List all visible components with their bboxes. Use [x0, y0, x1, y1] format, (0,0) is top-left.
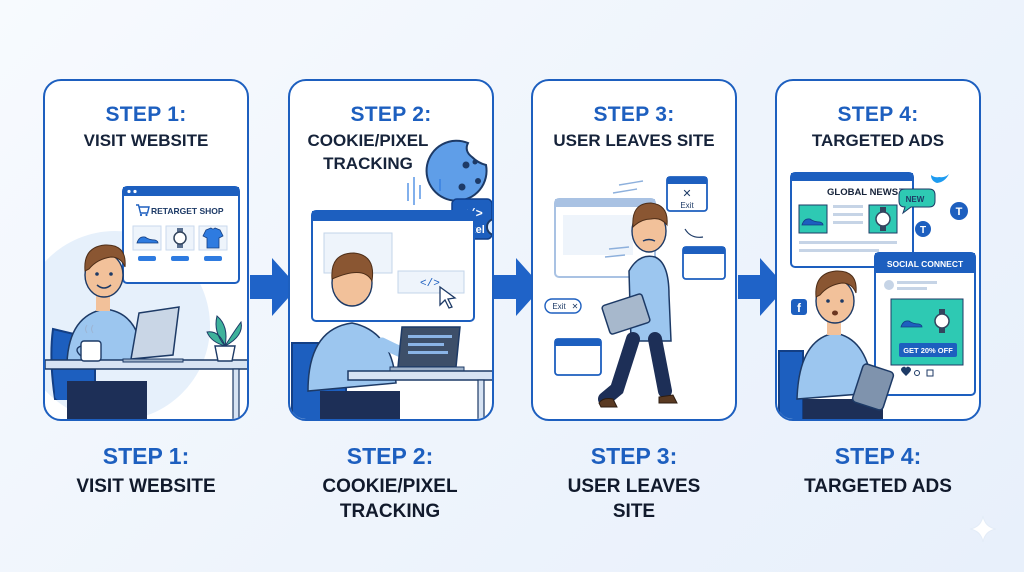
facebook-icon: f	[791, 299, 807, 315]
coffee-mug-icon	[76, 324, 102, 362]
shop-label: RETARGET SHOP	[151, 206, 224, 216]
step-4-title: TARGETED ADS	[811, 131, 945, 150]
news-label: GLOBAL NEWS	[827, 187, 898, 198]
tablet-icon	[851, 363, 895, 411]
caption-step-3-title: USER LEAVES SITE	[567, 476, 701, 522]
caption-step-1-title: VISIT WEBSITE	[76, 476, 216, 497]
arrow-icon	[684, 228, 704, 238]
step-2-card: STEP 2: COOKIE/PIXEL TRACKING </> Pixel	[288, 79, 494, 421]
shoe-icon	[801, 218, 824, 226]
caption-step-3-number: STEP 3:	[590, 443, 678, 469]
social-label: SOCIAL CONNECT	[887, 259, 964, 269]
caption-step-1: STEP 1: VISIT WEBSITE	[26, 443, 266, 499]
step-1-number: STEP 1:	[105, 103, 187, 126]
caption-step-2-title: COOKIE/PIXEL TRACKING	[322, 476, 458, 522]
retarget-shop-window: RETARGET SHOP	[122, 186, 240, 284]
step-4-number: STEP 4:	[837, 103, 919, 126]
cursor-icon	[439, 285, 457, 309]
step-2-number: STEP 2:	[350, 103, 432, 126]
twitter-icon	[931, 174, 949, 183]
caption-step-2: STEP 2: COOKIE/PIXEL TRACKING	[270, 443, 510, 524]
step-4-card: STEP 4: TARGETED ADS T T GLOBAL NEWS NEW…	[775, 79, 981, 421]
caption-step-2-number: STEP 2:	[346, 443, 434, 469]
exit-pill-label: Exit	[552, 302, 566, 311]
exit-pill: Exit ✕	[544, 298, 582, 314]
magnifier-icon	[486, 218, 492, 236]
watch-icon	[173, 228, 187, 248]
svg-text:✕: ✕	[572, 302, 579, 311]
heart-icon	[901, 366, 911, 376]
close-icon: ✕	[682, 187, 691, 200]
code-snippet: </>	[420, 278, 440, 290]
svg-text:f: f	[797, 301, 802, 315]
shoe-icon	[136, 236, 159, 244]
laptop-icon	[389, 326, 465, 372]
step-3-card: STEP 3: USER LEAVES SITE ✕ Exit Exit ✕	[531, 79, 737, 421]
new-badge: NEW	[898, 188, 936, 215]
caption-step-1-number: STEP 1:	[102, 443, 190, 469]
step-3-title: USER LEAVES SITE	[553, 131, 715, 150]
step-2-title: COOKIE/PIXEL TRACKING	[307, 131, 429, 173]
laptop-icon	[601, 293, 651, 335]
t-icon: T	[950, 202, 968, 220]
step-1-illustration: RETARGET SHOP	[45, 186, 247, 419]
watch-icon	[875, 207, 891, 231]
step-1-card: STEP 1: VISIT WEBSITE RETARGET SHOP	[43, 79, 249, 421]
step-3-number: STEP 3:	[593, 103, 675, 126]
cookie-icon	[425, 139, 488, 202]
cart-icon	[136, 204, 150, 217]
flow-arrow-3	[738, 258, 786, 316]
svg-text:T: T	[956, 206, 963, 218]
social-connect-window: SOCIAL CONNECT GET 20% OFF	[874, 252, 976, 396]
new-label: NEW	[906, 195, 925, 204]
flow-arrow-1	[250, 258, 298, 316]
plant-icon	[206, 315, 242, 362]
sparkle-icon	[969, 515, 997, 543]
laptop-icon	[122, 306, 184, 363]
flow-arrow-2	[494, 258, 542, 316]
caption-step-4-title: TARGETED ADS	[804, 476, 952, 497]
caption-step-4-number: STEP 4:	[834, 443, 922, 469]
step-4-illustration: T T GLOBAL NEWS NEW SOCIAL CONNECT	[778, 172, 976, 419]
global-news-window: GLOBAL NEWS	[790, 172, 914, 268]
caption-step-3: STEP 3: USER LEAVES SITE	[514, 443, 754, 524]
offer-label: GET 20% OFF	[903, 346, 953, 355]
step-1-title: VISIT WEBSITE	[83, 131, 209, 150]
exit-label: Exit	[680, 201, 694, 210]
shirt-icon	[202, 227, 224, 249]
step-2-illustration: </> Pixel </>	[291, 139, 492, 419]
svg-text:T: T	[920, 225, 926, 236]
step-3-illustration: ✕ Exit Exit ✕	[544, 176, 726, 408]
exit-dialog-top: ✕ Exit	[666, 176, 708, 212]
caption-step-4: STEP 4: TARGETED ADS	[758, 443, 998, 499]
